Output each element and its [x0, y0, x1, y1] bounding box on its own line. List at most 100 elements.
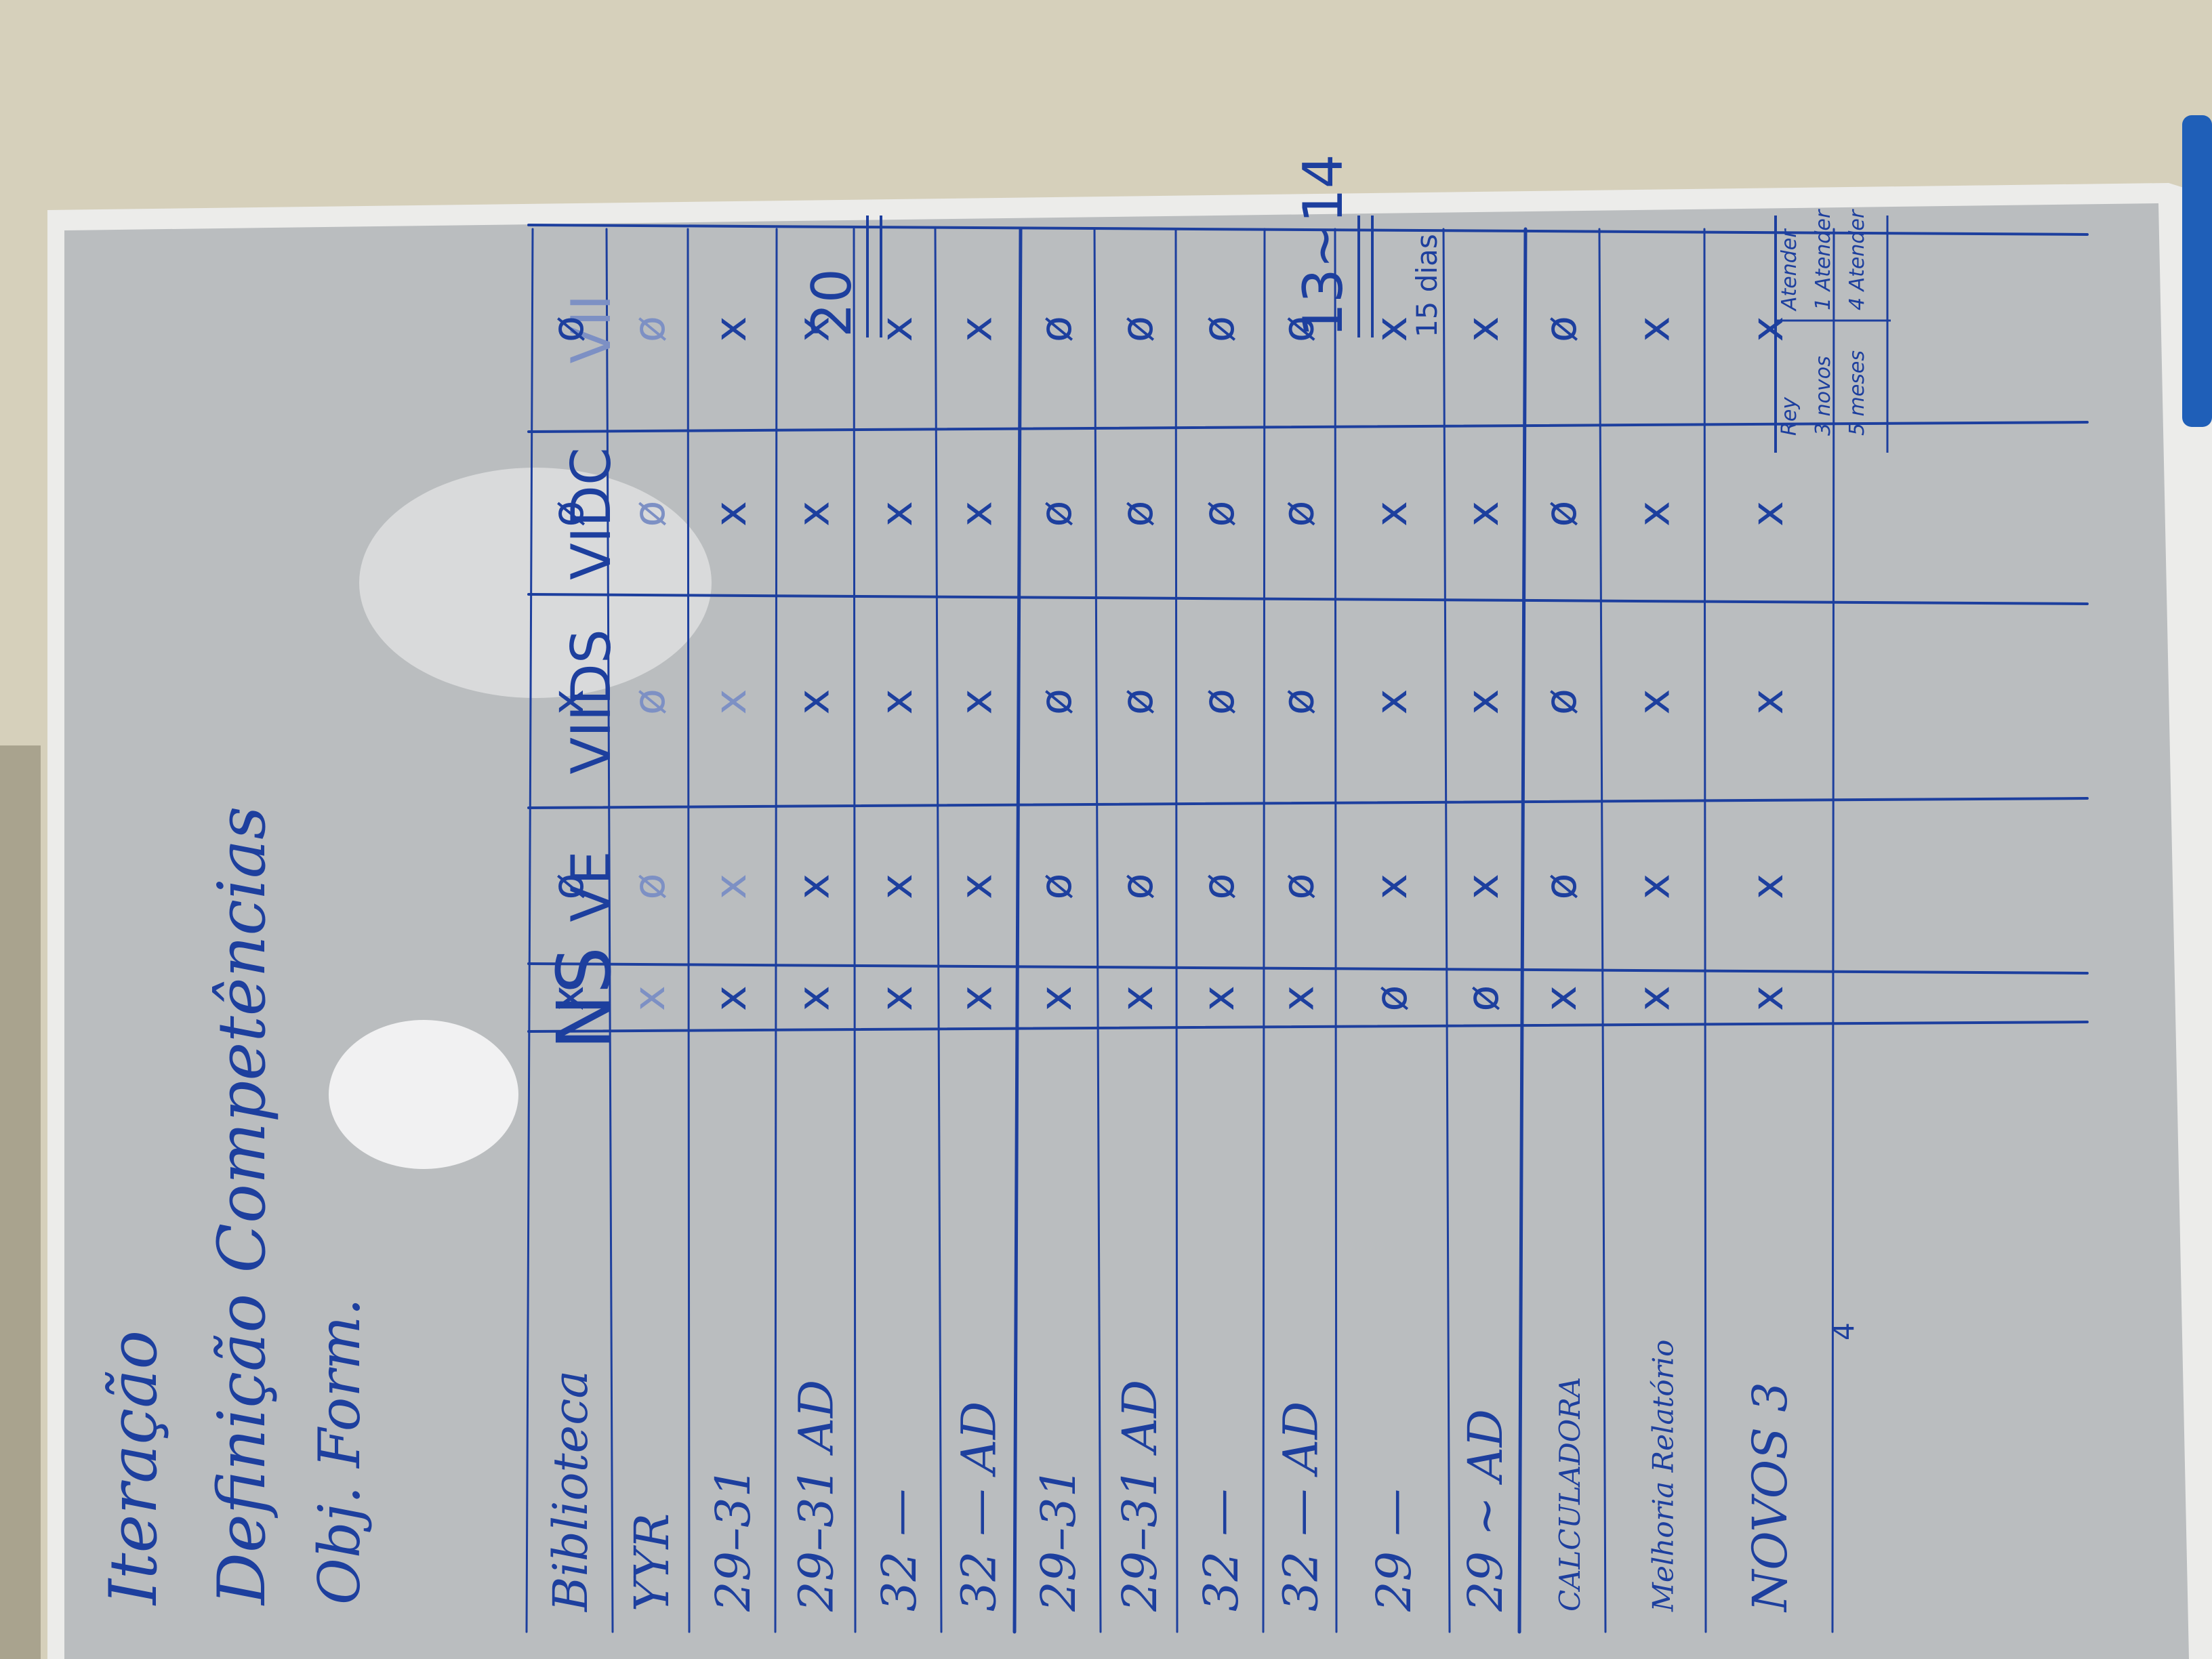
grid-mark: ø: [1113, 689, 1163, 715]
grid-row-line: [1093, 228, 1102, 1633]
grid-mark: x: [1367, 501, 1417, 527]
grid-row-line: [1334, 228, 1338, 1633]
grid-header-viids: VIIDS: [560, 629, 623, 774]
glare-spot-1: [359, 468, 712, 698]
grid-mark: x: [1630, 316, 1680, 342]
grid-mark: x: [790, 874, 840, 899]
row-label: Biblioteca: [543, 1370, 598, 1613]
grid-row-line: [853, 228, 857, 1633]
grid-mark: ø: [1031, 689, 1082, 715]
legend-text: Atender: [1778, 228, 1801, 312]
grid-mark: ø: [1274, 873, 1324, 899]
grid-mark: x: [872, 501, 922, 527]
glare-spot-2: [329, 1020, 518, 1169]
grid-mark: x: [1113, 985, 1163, 1011]
eraser: [2182, 115, 2212, 427]
grid-mark: x: [1743, 501, 1793, 527]
row-note-4: 4: [1827, 1322, 1860, 1340]
row-label: CALCULADORA: [1553, 1377, 1586, 1612]
grid-mark: x: [1367, 316, 1417, 342]
grid-mark: x: [1630, 689, 1680, 715]
grid-marks: x ø x ø ø x ø ø ø ø x x x x x x x x x x x x x x x x x x x x x ø ø ø ø x ø ø ø ø…: [544, 316, 1793, 1012]
grid-mark: x: [1743, 874, 1793, 899]
row-label: 29–31: [705, 1467, 761, 1612]
grid-mark: x: [706, 316, 756, 342]
grid-row-line: [687, 228, 691, 1633]
grid-col-line: [527, 224, 2089, 236]
grid-mark: ø: [1274, 316, 1324, 342]
grid-row-line: [1831, 228, 1835, 1633]
grid-mark: ø: [1367, 985, 1417, 1011]
grid-mark: x: [1458, 689, 1509, 715]
total-value: 15 dias: [1410, 234, 1443, 337]
grid-mark: x: [952, 874, 1002, 899]
row-label: 29–31 AD: [1112, 1380, 1168, 1612]
grid-mark: x: [544, 985, 594, 1011]
grid-mark: ø: [1274, 689, 1324, 715]
legend-text: 5 meses: [1845, 350, 1869, 436]
board-title-line-1: Iteração: [96, 1330, 171, 1606]
grid-mark: ø: [544, 316, 594, 342]
grid-row-line: [1012, 227, 1023, 1634]
grid-mark: ø: [1536, 873, 1586, 899]
grid-mark: x: [1458, 316, 1509, 342]
row-label: 29 ~ AD: [1458, 1409, 1513, 1612]
grid-mark: ø: [1031, 316, 1082, 342]
grid-mark: ø: [1458, 985, 1509, 1011]
grid-mark: ø: [1274, 500, 1324, 527]
grid-mark: x: [706, 501, 756, 527]
grid-mark: x: [1367, 874, 1417, 899]
row-label: NOVOS 3: [1742, 1382, 1798, 1613]
grid-mark: x: [1367, 689, 1417, 715]
grid-mark: ø: [625, 689, 675, 715]
grid-row-line: [1442, 228, 1451, 1633]
grid-mark: x: [544, 689, 594, 715]
grid-mark: ø: [1194, 316, 1244, 342]
grid-mark: x: [706, 874, 756, 899]
grid-row-line: [605, 228, 614, 1633]
grid-mark: ø: [1536, 316, 1586, 342]
grid-mark: x: [1194, 985, 1244, 1011]
grid-mark: x: [706, 689, 756, 715]
grid-mark: ø: [1031, 500, 1082, 527]
grid-mark: ø: [625, 316, 675, 342]
row-label: YYR: [624, 1513, 680, 1612]
grid-header-ns: NS: [541, 947, 628, 1050]
grid-mark: ø: [625, 873, 675, 899]
grid-mark: x: [1630, 874, 1680, 899]
row-label: Melhoria Relatório: [1647, 1340, 1680, 1612]
grid-mark: x: [790, 985, 840, 1011]
grid-mark: x: [790, 316, 840, 342]
grid-header-ve: VE: [560, 851, 623, 922]
legend-text: 1 Atender: [1811, 209, 1835, 310]
grid-mark: x: [872, 985, 922, 1011]
grid-mark: ø: [1194, 689, 1244, 715]
grid-col-line: [527, 421, 2089, 433]
grid-mark: ø: [1536, 500, 1586, 527]
grid-mark: ø: [544, 500, 594, 527]
board-title-line-2: Definição Competências: [204, 806, 280, 1606]
grid-row-line: [1517, 227, 1528, 1634]
legend-text: 3 novos: [1811, 356, 1835, 436]
grid-header-vii: VII: [560, 295, 623, 364]
grid-mark: ø: [1194, 873, 1244, 899]
grid-mark: ø: [544, 873, 594, 899]
grid-row-line: [1262, 228, 1266, 1633]
grid-row-line: [1703, 228, 1707, 1633]
grid-mark: x: [1536, 985, 1586, 1011]
row-label: 32 — AD: [951, 1401, 1007, 1612]
wall-shadow: [0, 745, 41, 1659]
grid-mark: x: [790, 501, 840, 527]
grid-col-line: [527, 962, 2089, 975]
grid-mark: x: [790, 689, 840, 715]
grid-mark: ø: [1113, 500, 1163, 527]
board-writing: Iteração Definição Competências Obj. For…: [96, 154, 2089, 1634]
grid-row-line: [774, 228, 778, 1633]
grid-lines: [525, 224, 2089, 1634]
grid-mark: x: [1458, 874, 1509, 899]
grid-mark: x: [1458, 501, 1509, 527]
grid-mark: x: [872, 874, 922, 899]
